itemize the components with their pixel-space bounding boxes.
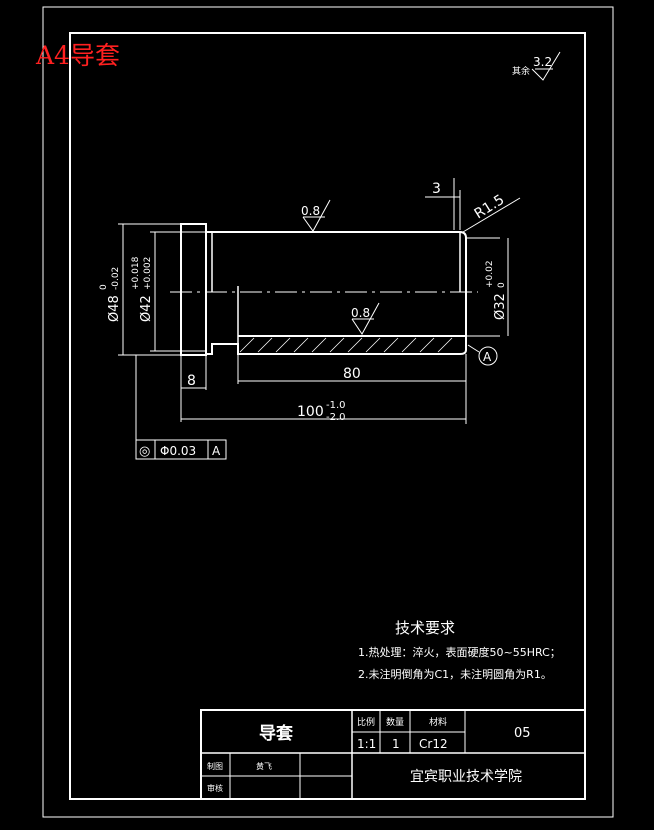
fillet-dimension: R1.5 bbox=[462, 192, 521, 233]
title-qty: 1 bbox=[392, 737, 400, 751]
diameter-32-tol-lower: 0 bbox=[497, 282, 507, 288]
bore-length-value: 80 bbox=[343, 366, 361, 382]
section-hatch bbox=[239, 337, 453, 353]
groove-width-value: 3 bbox=[432, 181, 441, 197]
tech-req-title: 技术要求 bbox=[395, 619, 455, 637]
outer-border bbox=[42, 6, 614, 818]
total-length-value: 100 bbox=[297, 404, 324, 420]
total-length-dimension: 100 -1.0 -2.0 bbox=[181, 400, 466, 423]
fillet-value: R1.5 bbox=[472, 192, 508, 223]
title-drawn-label: 制图 bbox=[207, 761, 223, 771]
tolerance-symbol: ◎ bbox=[139, 444, 150, 459]
roughness-other-value: 3.2 bbox=[533, 55, 552, 69]
tech-requirements: 技术要求 1.热处理：淬火，表面硬度50~55HRC； 2.未注明倒角为C1，未… bbox=[358, 619, 561, 681]
diameter-32-value: Ø32 bbox=[493, 293, 508, 320]
diameter-48-tol-lower: -0.02 bbox=[111, 267, 121, 290]
title-scale: 1:1 bbox=[357, 737, 376, 751]
surface-symbol-outer: 0.8 bbox=[301, 199, 331, 232]
title-material: Cr12 bbox=[419, 737, 448, 751]
surface-bore-value: 0.8 bbox=[351, 306, 370, 320]
surface-outer-value: 0.8 bbox=[301, 204, 320, 218]
diameter-42-value: Ø42 bbox=[139, 295, 154, 322]
diameter-42-dimension: Ø42 +0.018 +0.002 bbox=[131, 231, 206, 352]
diameter-42-tol-lower: +0.002 bbox=[143, 257, 153, 290]
diameter-32-tol-upper: +0.02 bbox=[485, 260, 495, 288]
title-block: 导套 比例 数量 材料 1:1 1 Cr12 05 制图 黄飞 审核 宜宾职业技… bbox=[200, 709, 586, 800]
title-material-header: 材料 bbox=[429, 716, 447, 728]
bore-length-dimension: 80 bbox=[237, 354, 467, 424]
body-outline bbox=[206, 231, 467, 355]
title-review-label: 审核 bbox=[207, 783, 223, 793]
tech-req-item-1: 1.热处理：淬火，表面硬度50~55HRC； bbox=[358, 645, 561, 659]
groove-width-dimension: 3 bbox=[425, 178, 461, 230]
datum-marker: A bbox=[467, 344, 498, 366]
diameter-48-tol-upper: 0 bbox=[99, 284, 109, 290]
title-school: 宜宾职业技术学院 bbox=[410, 769, 522, 785]
title-drawn-by: 黄飞 bbox=[256, 761, 272, 771]
diameter-48-value: Ø48 bbox=[107, 295, 122, 322]
diameter-32-dimension: Ø32 +0.02 0 bbox=[466, 237, 509, 337]
tolerance-frame: ◎ Φ0.03 A bbox=[135, 354, 227, 460]
sheet-corner-label: A4导套 bbox=[35, 41, 120, 70]
surface-symbol-bore: 0.8 bbox=[351, 302, 380, 335]
datum-letter: A bbox=[483, 350, 492, 364]
tolerance-value: Φ0.03 bbox=[160, 444, 196, 458]
roughness-other-label: 其余 bbox=[512, 65, 530, 77]
tolerance-datum: A bbox=[212, 444, 221, 458]
flange-width-dimension: 8 bbox=[180, 355, 207, 422]
title-part-name: 导套 bbox=[259, 723, 294, 744]
tech-req-item-2: 2.未注明倒角为C1，未注明圆角为R1。 bbox=[358, 667, 552, 681]
title-qty-header: 数量 bbox=[386, 716, 404, 728]
diameter-42-tol-upper: +0.018 bbox=[131, 256, 141, 290]
flange-width-value: 8 bbox=[187, 373, 196, 389]
roughness-other-symbol: 其余 3.2 bbox=[512, 51, 561, 81]
total-length-tol-lower: -2.0 bbox=[326, 412, 346, 423]
flange-outline bbox=[180, 223, 207, 356]
title-scale-header: 比例 bbox=[357, 716, 375, 728]
total-length-tol-upper: -1.0 bbox=[326, 400, 346, 411]
part-view bbox=[170, 223, 478, 356]
title-drawing-no: 05 bbox=[514, 726, 531, 741]
